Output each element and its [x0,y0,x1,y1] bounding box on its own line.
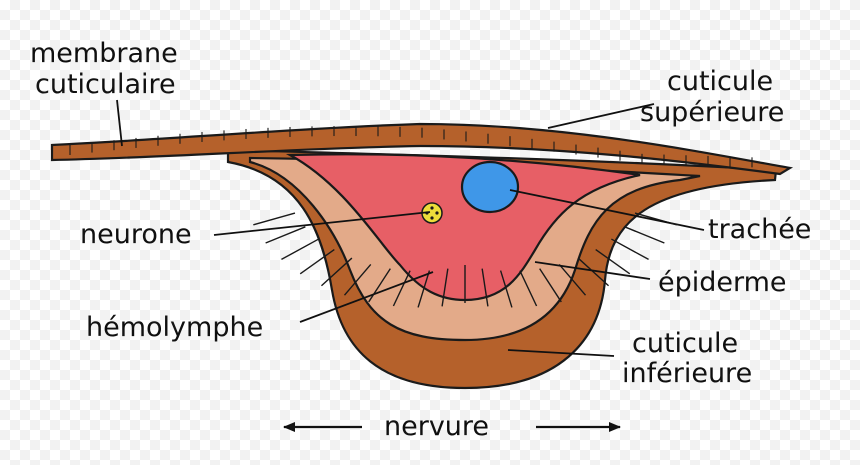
label-trachea: trachée [708,214,811,245]
epidermis-cell-divider [577,257,610,287]
trachea-tube [460,160,520,214]
epidermis-cell-divider [611,238,649,261]
epidermis-cell-divider [481,268,489,307]
leader-cuticle-lower [507,349,615,357]
epidermis-cell-divider [343,264,372,296]
label-epidermis: épiderme [658,267,787,298]
label-cuticle-lower: cuticule inférieure [622,328,752,389]
epidermis-cell-divider [299,248,335,275]
neuron-dot [435,211,439,215]
label-hemolymph: hémolymphe [86,312,263,343]
epidermis-cell-divider [368,268,391,303]
leader-epidermis [534,261,651,280]
epidermis-cell-divider [539,268,562,303]
neuron-dot [430,216,434,220]
epidermis-cell-divider [558,264,587,296]
epidermis-cell-dividers [253,212,677,308]
leader-membrane [116,99,123,147]
label-cuticle-upper: cuticule supérieure [640,66,784,128]
epidermis-cell-divider [519,270,538,307]
leader-cuticle-upper [547,103,655,129]
epidermis-cell-divider [441,268,449,307]
cuticular-membrane-band [50,122,794,176]
label-neuron: neurone [80,219,192,250]
epidermis-cell-divider [265,226,306,244]
hemolymph-region [285,153,641,302]
label-membrane: membrane cuticulaire [30,38,186,100]
leader-trachea [509,189,705,231]
neuron-dot [430,206,434,210]
epidermis-cell-divider [624,226,665,244]
label-vein: nervure [384,411,489,442]
membrane-cell-dividers [69,126,753,168]
leader-hemolymph [299,271,434,323]
epidermis-cell-divider [499,270,513,308]
epidermis-cell-divider [392,270,411,307]
epidermis-cell-divider [281,238,319,261]
epidermis-cell-divider [253,212,296,226]
epidermis-cell-divider [417,270,431,308]
leader-neuron [213,211,431,236]
neuron-cell [421,202,443,224]
epidermis-cell-divider [595,248,631,275]
epidermis-cell-divider [320,257,353,287]
